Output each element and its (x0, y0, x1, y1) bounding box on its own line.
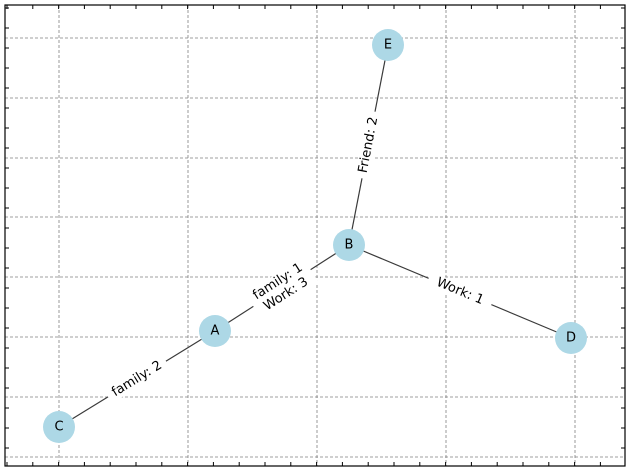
axis-ticks (5, 5, 625, 466)
node-circle (555, 322, 587, 354)
edge-label-B-E: Friend: 2 (354, 110, 383, 180)
node-circle (43, 411, 75, 443)
edge-label-background (425, 271, 495, 312)
edge-label-text: Work: 1 (434, 275, 486, 308)
edge-label-text: Friend: 2 (356, 116, 382, 175)
plot-frame (4, 4, 626, 467)
node-circle (199, 315, 231, 347)
node-C: C (43, 411, 75, 443)
edge-label-background (245, 257, 319, 319)
node-A: A (199, 315, 231, 347)
node-E: E (372, 29, 404, 61)
node-D: D (555, 322, 587, 354)
edge-label-background (354, 110, 383, 180)
edge-label-B-D: Work: 1 (425, 271, 495, 312)
edge-label-text: family: 2 (109, 358, 165, 400)
node-label: A (211, 324, 220, 339)
edges (58, 44, 572, 428)
node-circle (372, 29, 404, 61)
nodes: A B C D E (43, 29, 587, 443)
edge-label-A-C: family: 2 (104, 354, 170, 404)
node-label: E (384, 38, 392, 53)
node-B: B (333, 229, 365, 261)
node-label: B (345, 238, 354, 253)
grid-lines (5, 5, 625, 466)
node-circle (333, 229, 365, 261)
node-label: C (54, 420, 63, 435)
node-label: D (566, 331, 576, 346)
edge-label-background (104, 354, 170, 404)
